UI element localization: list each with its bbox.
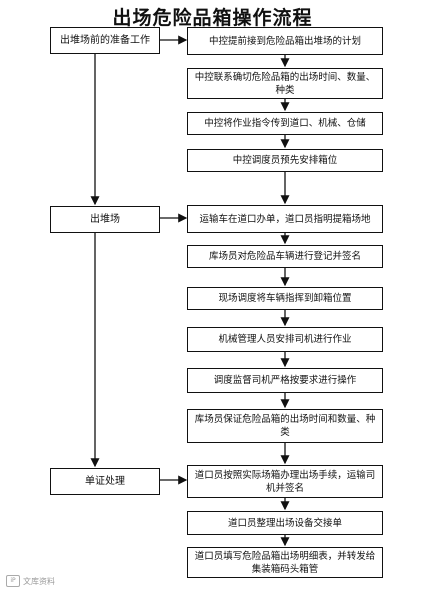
page-title: 出场危险品箱操作流程	[112, 7, 313, 29]
side-stage-exit-yard: 出堆场	[50, 206, 160, 233]
step-box-4: 中控调度员预先安排箱位	[187, 149, 383, 172]
watermark-logo-icon: iP	[6, 575, 20, 587]
step-box-8: 机械管理人员安排司机进行作业	[187, 327, 383, 352]
watermark-text: 文库资料	[23, 576, 55, 586]
step-box-13: 道口员填写危险品箱出场明细表，并转发给集装箱码头箱管	[187, 547, 383, 578]
side-stage-documents: 单证处理	[50, 468, 160, 495]
step-box-7: 现场调度将车辆指挥到卸箱位置	[187, 287, 383, 310]
watermark: iP 文库资料	[6, 575, 55, 587]
step-box-12: 道口员整理出场设备交接单	[187, 511, 383, 535]
step-box-1: 中控提前接到危险品箱出堆场的计划	[187, 27, 383, 55]
step-box-11: 道口员按照实际场箱办理出场手续，运输司机并签名	[187, 465, 383, 498]
step-box-2: 中控联系确切危险品箱的出场时间、数量、种类	[187, 68, 383, 99]
step-box-10: 库场员保证危险品箱的出场时间和数量、种类	[187, 409, 383, 443]
side-stage-prepare: 出堆场前的准备工作	[50, 27, 160, 54]
step-box-6: 库场员对危险品车辆进行登记并签名	[187, 245, 383, 268]
step-box-3: 中控将作业指令传到道口、机械、仓储	[187, 112, 383, 135]
step-box-9: 调度监督司机严格按要求进行操作	[187, 368, 383, 393]
step-box-5: 运输车在道口办单，道口员指明提箱场地	[187, 205, 383, 233]
